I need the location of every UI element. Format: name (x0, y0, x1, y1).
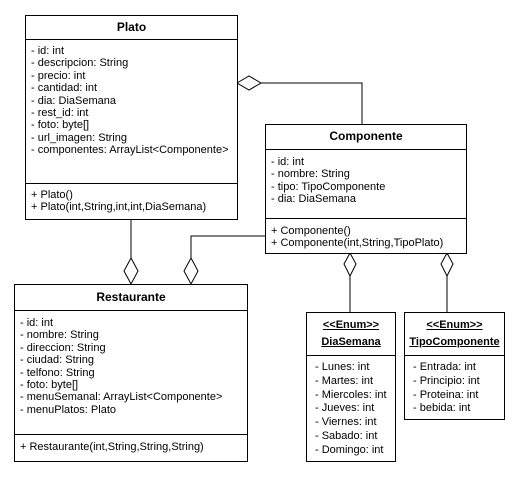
attribute: - direccion: String (20, 341, 106, 354)
attribute: - foto: byte[] (20, 379, 79, 392)
attribute: - foto: byte[] (31, 119, 90, 132)
method: + Restaurante(int,String,String,String) (20, 441, 204, 453)
attribute: - descripcion: String (31, 57, 129, 70)
attribute: - telfono: String (20, 366, 95, 379)
enum-value: - Jueves: int (315, 402, 375, 415)
attribute: - id: int (271, 156, 305, 168)
attribute: - id: int (31, 45, 65, 57)
class-title: Plato (26, 16, 237, 40)
values-section: - Lunes: int - Martes: int - Miercoles: … (307, 356, 395, 458)
aggregation-diamond-componente-left (343, 251, 357, 278)
enum-value: - bebida: int (413, 402, 471, 415)
class-componente[interactable]: Componente - id: int - nombre: String - … (265, 124, 467, 254)
attribute: - precio: int (31, 69, 86, 82)
attribute: - ciudad: String (20, 354, 94, 367)
enum-tipocomponente[interactable]: <<Enum>> TipoComponente - Entrada: int -… (404, 312, 505, 420)
methods-section: + Restaurante(int,String,String,String) (15, 435, 247, 453)
enum-value: - Proteina: int (413, 388, 479, 401)
attribute: - nombre: String (20, 329, 99, 342)
link-componente-restaurante (190, 235, 265, 258)
attributes-section: - id: int - nombre: String - direccion: … (15, 311, 247, 435)
method: + Plato() (31, 189, 73, 201)
method: + Plato(int,String,int,int,DiaSemana) (31, 201, 207, 214)
enum-title: DiaSemana (321, 336, 381, 348)
aggregation-diamond-restaurante-right (183, 256, 199, 286)
attribute: - rest_id: int (31, 107, 89, 120)
enum-stereotype: <<Enum>> (322, 319, 380, 331)
attribute: - cantidad: int (31, 82, 98, 95)
attribute: - componentes: ArrayList<Componente> (31, 144, 229, 157)
enum-header: <<Enum>> TipoComponente (405, 313, 504, 356)
class-title: Restaurante (15, 285, 247, 311)
aggregation-diamond-componente-right (440, 251, 454, 278)
method: + Componente() (271, 225, 351, 237)
class-plato[interactable]: Plato - id: int - descripcion: String - … (25, 15, 238, 220)
enum-value: - Lunes: int (315, 361, 370, 373)
enum-stereotype: <<Enum>> (426, 319, 483, 331)
enum-value: - Miercoles: int (315, 388, 387, 401)
class-restaurante[interactable]: Restaurante - id: int - nombre: String -… (14, 284, 248, 462)
attributes-section: - id: int - descripcion: String - precio… (26, 40, 237, 184)
enum-value: - Viernes: int (315, 416, 377, 429)
attribute: - tipo: TipoComponente (271, 180, 386, 193)
enum-value: - Entrada: int (413, 361, 476, 373)
attribute: - id: int (20, 317, 54, 329)
enum-value: - Martes: int (315, 374, 374, 387)
enum-header: <<Enum>> DiaSemana (307, 313, 395, 356)
link-plato-componente (261, 82, 363, 124)
aggregation-diamond-restaurante-left (123, 256, 139, 286)
enum-value: - Principio: int (413, 374, 480, 387)
enum-title: TipoComponente (409, 336, 500, 348)
attribute: - dia: DiaSemana (31, 94, 116, 107)
attributes-section: - id: int - nombre: String - tipo: TipoC… (266, 150, 466, 219)
values-section: - Entrada: int - Principio: int - Protei… (405, 356, 504, 416)
enum-value: - Sabado: int (315, 429, 378, 442)
method: + Componente(int,String,TipoPlato) (271, 237, 444, 250)
attribute: - menuPlatos: Plato (20, 403, 116, 416)
class-title: Componente (266, 125, 466, 150)
enum-diasemana[interactable]: <<Enum>> DiaSemana - Lunes: int - Martes… (306, 312, 396, 462)
attribute: - nombre: String (271, 168, 350, 181)
enum-value: - Domingo: int (315, 443, 384, 456)
methods-section: + Plato() + Plato(int,String,int,int,Dia… (26, 184, 237, 214)
methods-section: + Componente() + Componente(int,String,T… (266, 219, 466, 250)
attribute: - menuSemanal: ArrayList<Componente> (20, 391, 223, 404)
attribute: - dia: DiaSemana (271, 193, 356, 206)
attribute: - url_imagen: String (31, 131, 127, 144)
aggregation-diamond-plato-side (236, 75, 262, 91)
